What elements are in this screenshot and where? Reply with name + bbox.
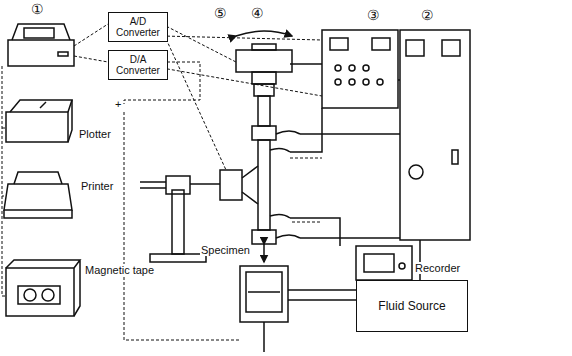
fluid-source-box: Fluid Source [356,280,468,332]
device-label: Plotter [78,128,112,140]
box-text: A/D Converter [109,16,167,38]
box-text: D/A Converter [109,54,167,76]
callout-number: ③ [366,8,381,22]
converter-box: D/A Converter [108,50,168,80]
polarity-sign: + [114,98,122,110]
specimen-label: Specimen [200,244,251,256]
converter-box: A/D Converter [108,12,168,42]
callout-number: ⑤ [213,6,228,20]
callout-number: ② [420,8,435,22]
device-label: Magnetic tape [84,264,155,276]
device-label: Printer [80,180,114,192]
box-text: Fluid Source [378,300,445,313]
callout-number: ④ [250,6,265,20]
device-label: Recorder [414,262,461,274]
callout-number: ① [30,2,45,16]
